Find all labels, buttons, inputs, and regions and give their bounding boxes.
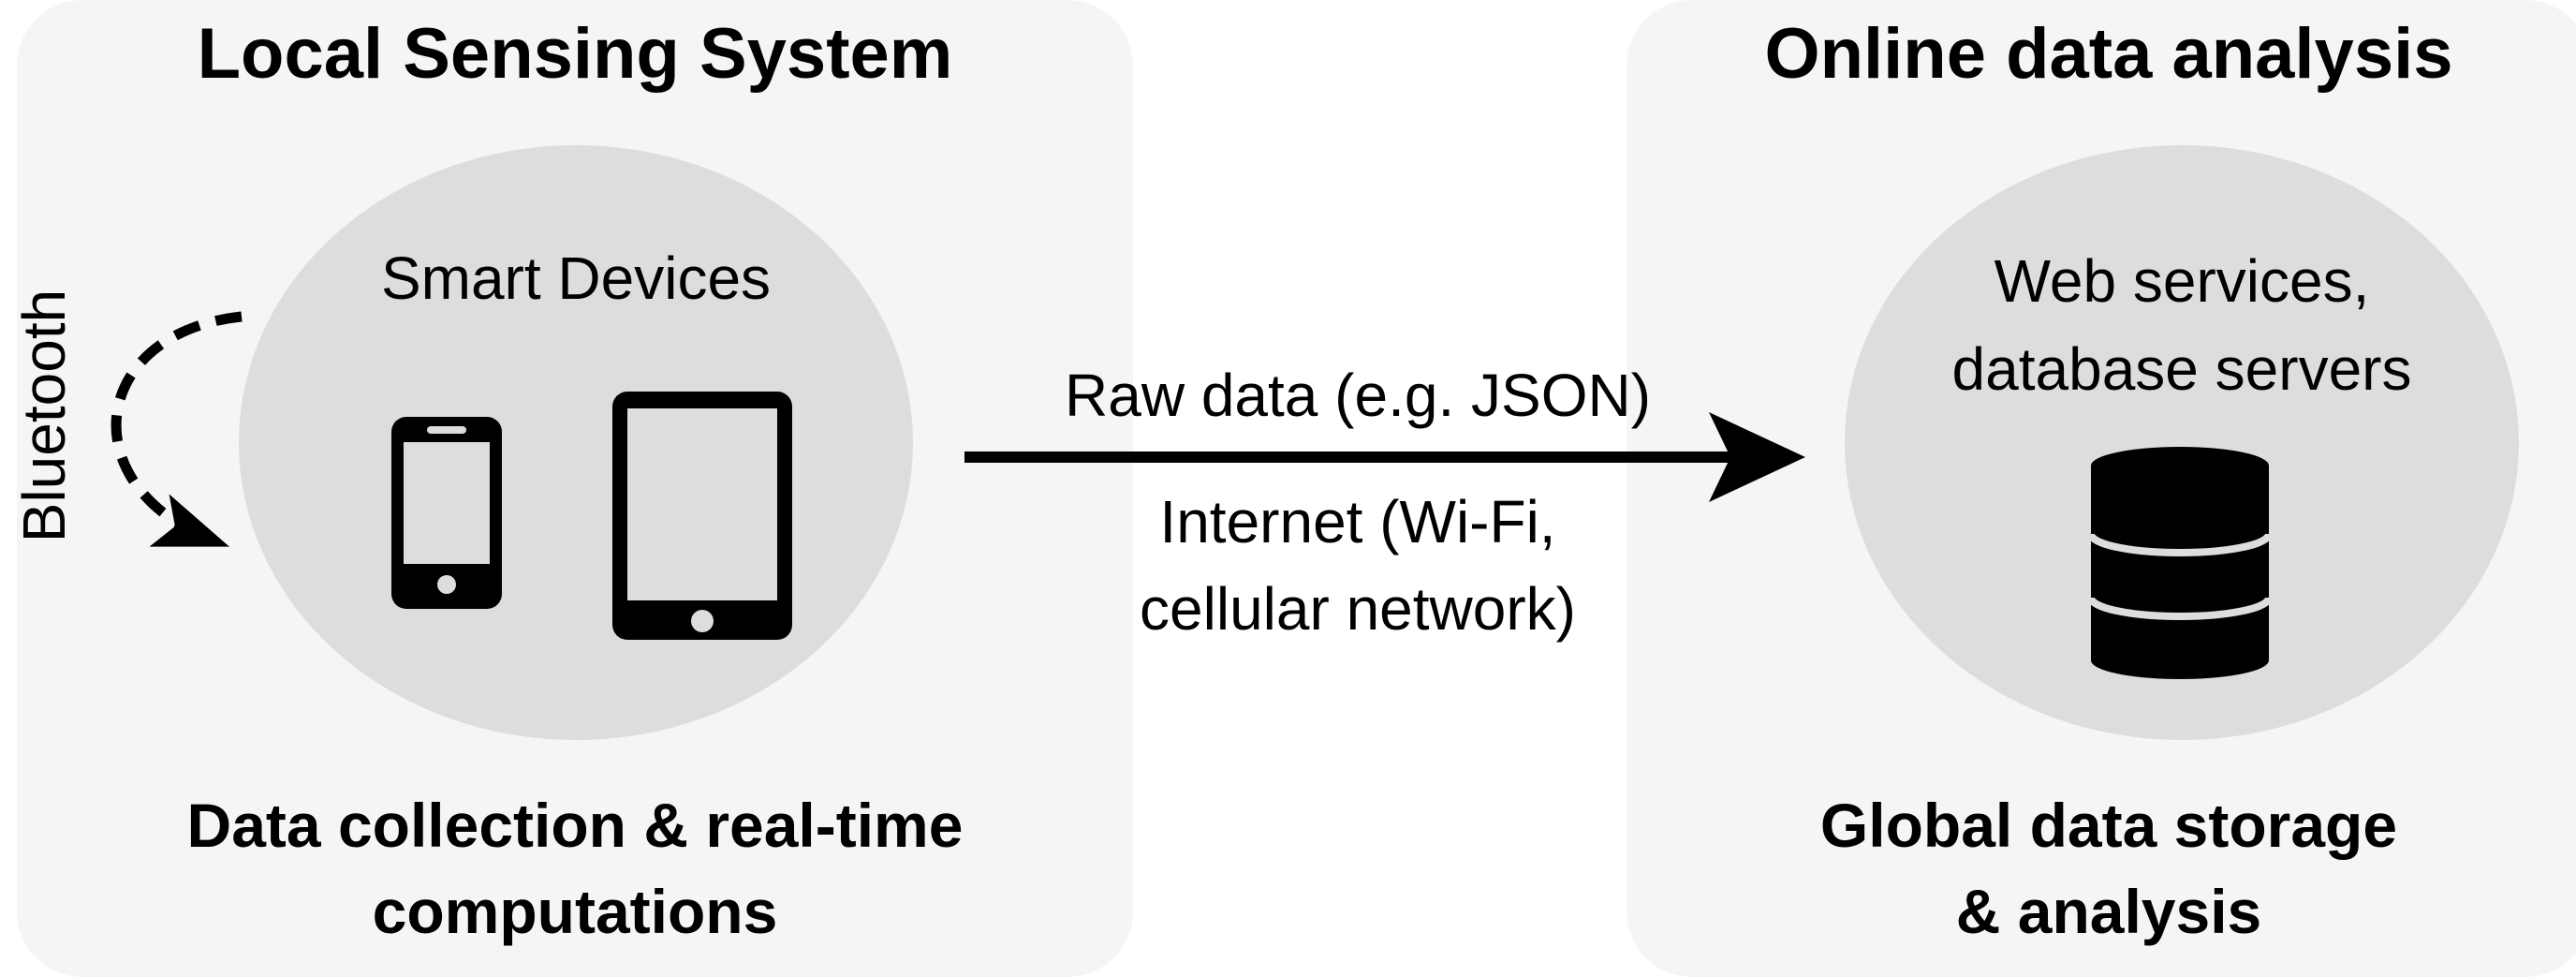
smart-devices-label: Smart Devices: [380, 244, 772, 312]
smartphone-icon: [391, 417, 502, 609]
arrow-right-icon: [964, 412, 1805, 502]
cellular-network-label: cellular network): [1140, 575, 1576, 643]
database-servers-label: database servers: [1951, 335, 2412, 403]
local-sensing-title: Local Sensing System: [197, 14, 953, 94]
online-caption-line2: & analysis: [1955, 877, 2262, 946]
local-caption-line2: computations: [372, 877, 778, 946]
dashed-loop-arrow-icon: [110, 311, 243, 547]
smart-devices-circle: [239, 145, 913, 740]
online-analysis-title: Online data analysis: [1764, 14, 2453, 94]
tablet-icon: [612, 392, 792, 640]
raw-data-label: Raw data (e.g. JSON): [1065, 362, 1651, 429]
local-caption-line1: Data collection & real-time: [186, 791, 964, 860]
internet-label: Internet (Wi-Fi,: [1159, 488, 1556, 555]
database-icon: [2087, 447, 2273, 679]
online-caption-line1: Global data storage: [1819, 791, 2398, 860]
web-services-label: Web services,: [1994, 247, 2370, 315]
